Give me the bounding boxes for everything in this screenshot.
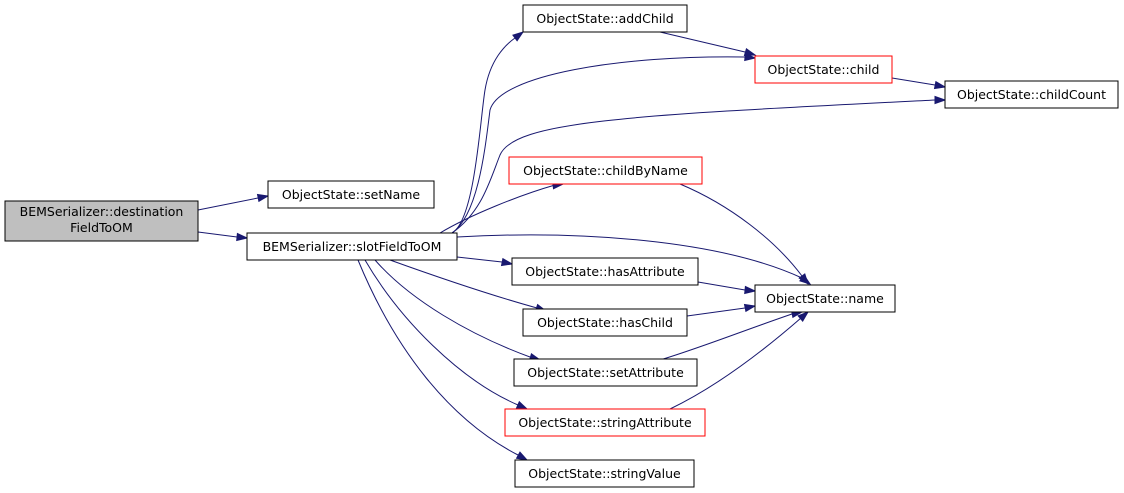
edge-line	[389, 259, 538, 309]
edge-line	[197, 231, 238, 238]
edge-hasAttribute-to-name	[697, 281, 757, 295]
edge-line	[451, 99, 936, 234]
edge-slot-to-hasAttribute	[456, 256, 514, 267]
node-child[interactable]: ObjectState::child	[754, 55, 893, 84]
edge-slot-to-stringAttribute	[364, 259, 529, 410]
node-slot-field-to-om[interactable]: BEMSerializer::slotFieldToOM	[246, 232, 458, 261]
edge-line	[374, 259, 531, 358]
arrowhead	[744, 285, 757, 295]
edge-slot-to-childCount	[451, 95, 947, 234]
edge-hasChild-to-name	[686, 303, 757, 317]
edge-line	[891, 77, 936, 86]
node-child-count-label: ObjectState::childCount	[957, 87, 1106, 102]
edge-line	[697, 281, 746, 291]
edge-root-to-setName	[197, 193, 270, 211]
edge-line	[456, 234, 803, 279]
edge-child-to-childCount	[891, 77, 947, 90]
node-name[interactable]: ObjectState::name	[754, 284, 896, 313]
edge-line	[451, 56, 746, 234]
node-add-child-label: ObjectState::addChild	[536, 11, 673, 26]
edge-line	[659, 313, 793, 361]
arrowhead	[500, 257, 514, 267]
arrowhead	[256, 193, 270, 203]
edge-line	[451, 37, 516, 234]
edge-childByName-to-name	[679, 183, 809, 286]
node-root-label-line2: FieldToOM	[70, 220, 133, 235]
arrowhead	[236, 232, 249, 242]
node-set-name[interactable]: ObjectState::setName	[267, 180, 435, 209]
node-string-attribute-label: ObjectState::stringAttribute	[518, 415, 692, 430]
node-set-attribute-label: ObjectState::setAttribute	[527, 365, 684, 380]
edge-line	[686, 307, 746, 317]
edges-layer	[197, 31, 947, 461]
node-string-value-label: ObjectState::stringValue	[528, 466, 681, 481]
edge-line	[197, 197, 259, 211]
node-name-label: ObjectState::name	[766, 291, 884, 306]
node-has-attribute[interactable]: ObjectState::hasAttribute	[511, 257, 699, 286]
edge-line	[439, 184, 556, 234]
node-string-value[interactable]: ObjectState::stringValue	[514, 459, 695, 488]
arrowhead	[934, 95, 947, 105]
node-child-count[interactable]: ObjectState::childCount	[944, 80, 1119, 109]
node-child-by-name[interactable]: ObjectState::childByName	[508, 156, 703, 185]
arrowhead	[743, 303, 757, 313]
node-string-attribute[interactable]: ObjectState::stringAttribute	[504, 408, 706, 437]
node-set-attribute[interactable]: ObjectState::setAttribute	[513, 358, 698, 387]
edge-root-to-slot	[197, 231, 249, 242]
node-root-destination-field-to-om[interactable]: BEMSerializer::destination FieldToOM	[4, 200, 199, 242]
edge-stringAttribute-to-name	[669, 311, 810, 410]
edge-slot-to-childByName	[439, 181, 565, 234]
arrowhead	[512, 31, 525, 42]
edge-line	[364, 259, 519, 406]
edge-slot-to-stringValue	[357, 259, 529, 461]
node-root-label-line1: BEMSerializer::destination	[20, 204, 184, 219]
arrowhead	[743, 47, 757, 57]
arrowhead	[515, 400, 529, 410]
edge-line	[357, 259, 519, 456]
node-slot-field-to-om-label: BEMSerializer::slotFieldToOM	[263, 239, 442, 254]
node-child-by-name-label: ObjectState::childByName	[523, 163, 688, 178]
node-has-attribute-label: ObjectState::hasAttribute	[525, 264, 685, 279]
node-has-child[interactable]: ObjectState::hasChild	[522, 308, 688, 337]
arrowhead	[797, 311, 810, 323]
edge-slot-to-addChild	[451, 31, 525, 234]
edge-slot-to-child	[451, 52, 757, 234]
node-add-child[interactable]: ObjectState::addChild	[522, 4, 688, 33]
edge-line	[456, 256, 503, 263]
node-child-label: ObjectState::child	[768, 62, 880, 77]
arrowhead	[515, 451, 529, 461]
edge-line	[669, 317, 802, 410]
node-has-child-label: ObjectState::hasChild	[537, 315, 673, 330]
arrowhead	[798, 273, 809, 286]
edge-line	[679, 183, 803, 277]
edge-addChild-to-child	[659, 31, 757, 57]
edge-line	[659, 31, 746, 53]
arrowhead	[933, 80, 947, 90]
node-set-name-label: ObjectState::setName	[282, 187, 421, 202]
